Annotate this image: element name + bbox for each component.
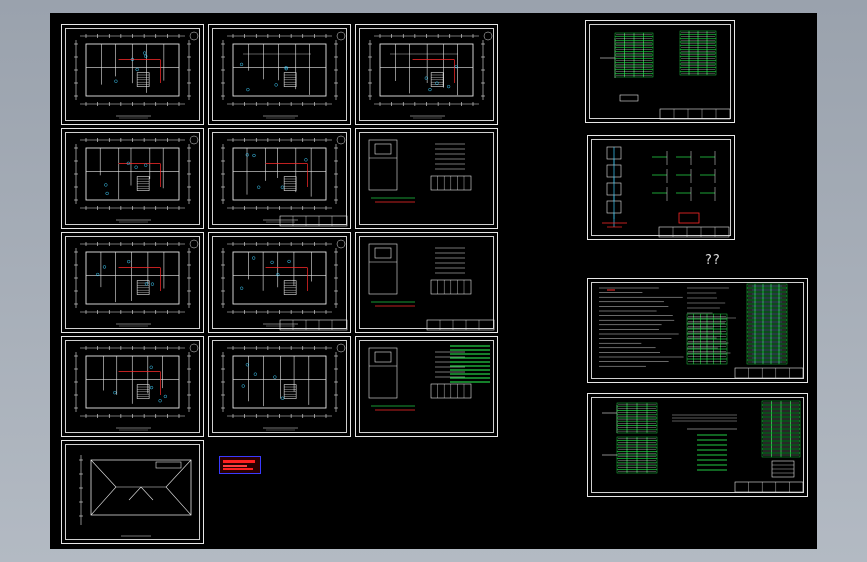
sheet-design-notes[interactable] [587, 278, 808, 383]
sheet-detail-3[interactable] [355, 336, 498, 437]
question-marks: ?? [705, 253, 721, 268]
sheet-floor-plan-10[interactable] [61, 336, 204, 437]
sheet-floor-plan-5[interactable] [208, 128, 351, 229]
drawing-linework [74, 30, 804, 537]
sheet-floor-plan-3[interactable] [355, 24, 498, 125]
sheet-floor-plan-1[interactable] [61, 24, 204, 125]
sheet-detail-1[interactable] [355, 128, 498, 229]
sheet-floor-plan-2[interactable] [208, 24, 351, 125]
title-stamp [219, 456, 261, 474]
sheet-riser-diagram[interactable] [587, 135, 735, 240]
sheet-detail-2[interactable] [355, 232, 498, 333]
sheet-floor-plan-7[interactable] [61, 232, 204, 333]
sheet-floor-plan-4[interactable] [61, 128, 204, 229]
sheet-distribution-schedule-2[interactable] [587, 393, 808, 497]
sheet-roof-plan[interactable] [61, 440, 204, 544]
drawing-canvas: ?? [50, 13, 817, 549]
sheet-floor-plan-8[interactable] [208, 232, 351, 333]
sheet-floor-plan-11[interactable] [208, 336, 351, 437]
